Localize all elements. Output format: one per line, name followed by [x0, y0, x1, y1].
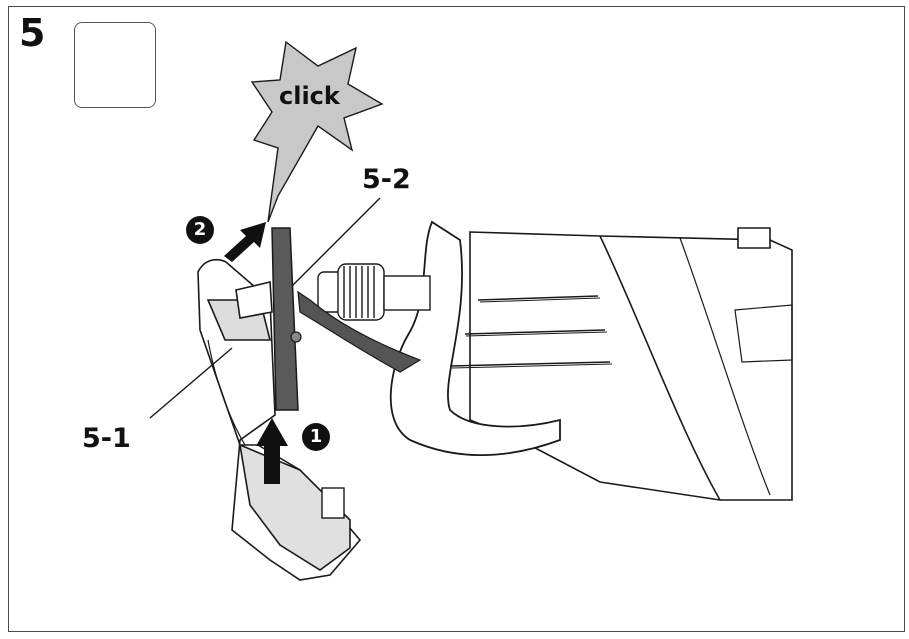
click-burst	[250, 40, 384, 223]
base-plate	[271, 227, 302, 411]
tool-chuck	[317, 263, 431, 321]
callout-5-1: 5-1	[82, 423, 131, 454]
callout-5-2: 5-2	[362, 164, 411, 195]
step-badge-1: 1	[302, 423, 330, 451]
mode-icon-box	[74, 22, 156, 108]
leader-line-51	[149, 347, 233, 419]
step-number: 5	[19, 11, 46, 55]
step-badge-2: 2	[186, 216, 214, 244]
mount-arm	[297, 290, 422, 373]
arrow-step-2	[224, 222, 266, 262]
tool-grip	[389, 220, 613, 456]
leader-line-52	[291, 197, 381, 287]
arrow-step-1	[256, 418, 288, 484]
click-label: click	[279, 82, 340, 110]
